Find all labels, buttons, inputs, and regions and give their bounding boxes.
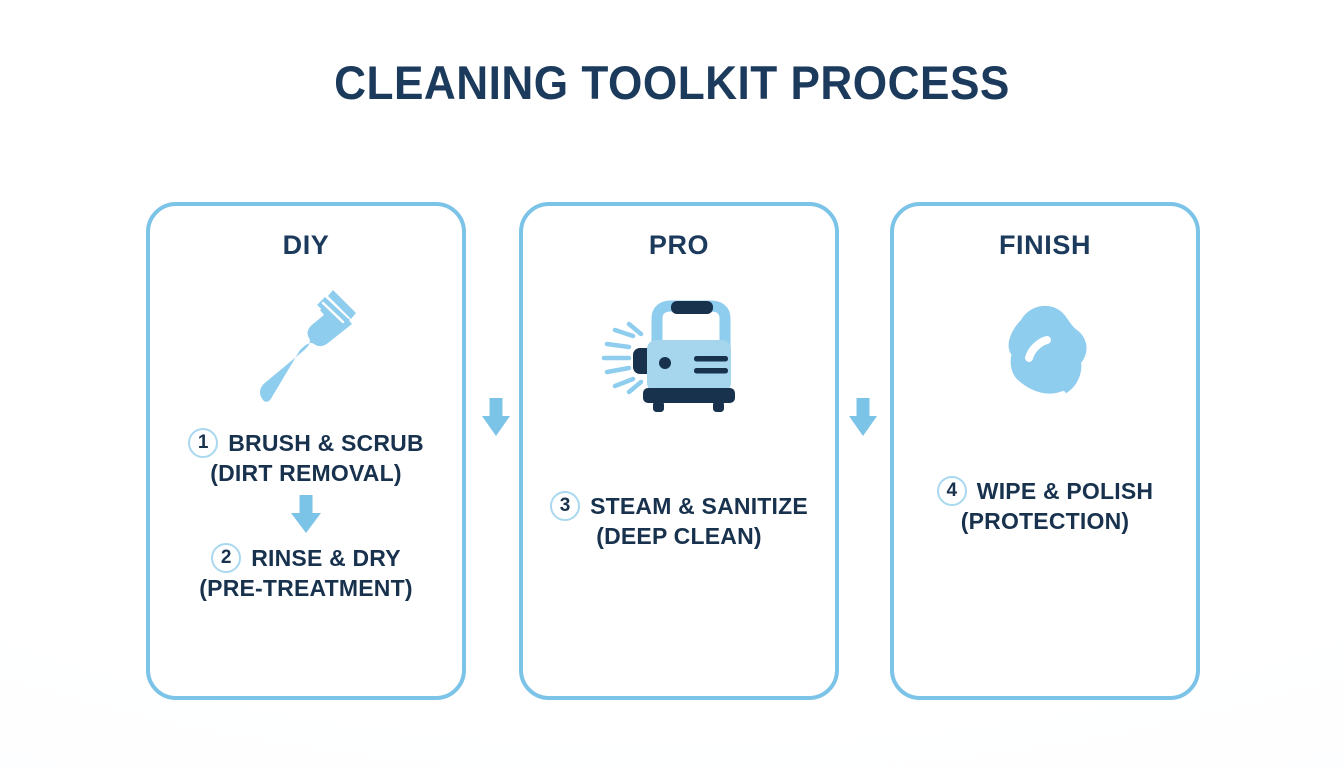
step-item: 4 WIPE & POLISH (PROTECTION) <box>894 476 1196 535</box>
step-title: BRUSH & SCRUB <box>228 429 424 456</box>
page-title: CLEANING TOOLKIT PROCESS <box>334 56 1010 109</box>
toothbrush-icon <box>150 278 462 418</box>
step-title: STEAM & SANITIZE <box>590 492 808 519</box>
stage-card-pro: PRO <box>519 202 839 700</box>
stage-card-finish: FINISH 4 WIPE & POLISH (PROTECTION) <box>890 202 1200 700</box>
connector-diy-to-pro <box>482 398 510 438</box>
step-subtitle: (PRE-TREATMENT) <box>199 575 413 601</box>
step-item: 1 BRUSH & SCRUB (DIRT REMOVAL) <box>150 428 462 487</box>
sponge-icon <box>894 284 1196 414</box>
step-number-badge: 2 <box>211 543 242 573</box>
step-title: WIPE & POLISH <box>976 477 1154 504</box>
arrow-down-icon <box>291 495 321 533</box>
step-subtitle: (DEEP CLEAN) <box>596 523 762 549</box>
step-list-finish: 4 WIPE & POLISH (PROTECTION) <box>894 476 1196 535</box>
step-number-badge: 4 <box>936 476 967 506</box>
step-list-diy: 1 BRUSH & SCRUB (DIRT REMOVAL) 2 RINSE &… <box>150 428 462 602</box>
step-number-badge: 1 <box>188 428 219 458</box>
step-subtitle: (PROTECTION) <box>960 508 1130 534</box>
stage-header-diy: DIY <box>282 230 330 260</box>
step-list-pro: 3 STEAM & SANITIZE (DEEP CLEAN) <box>523 491 835 550</box>
stage-header-finish: FINISH <box>998 230 1092 260</box>
connector-pro-to-finish <box>849 398 877 438</box>
stage-card-diy: DIY 1 BRU <box>146 202 466 700</box>
stage-header-pro: PRO <box>648 230 710 260</box>
steam-cleaner-icon <box>523 294 835 424</box>
step-item: 2 RINSE & DRY (PRE-TREATMENT) <box>150 543 462 602</box>
step-number-badge: 3 <box>550 491 581 521</box>
step-title: RINSE & DRY <box>251 544 401 571</box>
step-subtitle: (DIRT REMOVAL) <box>210 460 402 486</box>
step-item: 3 STEAM & SANITIZE (DEEP CLEAN) <box>523 491 835 550</box>
